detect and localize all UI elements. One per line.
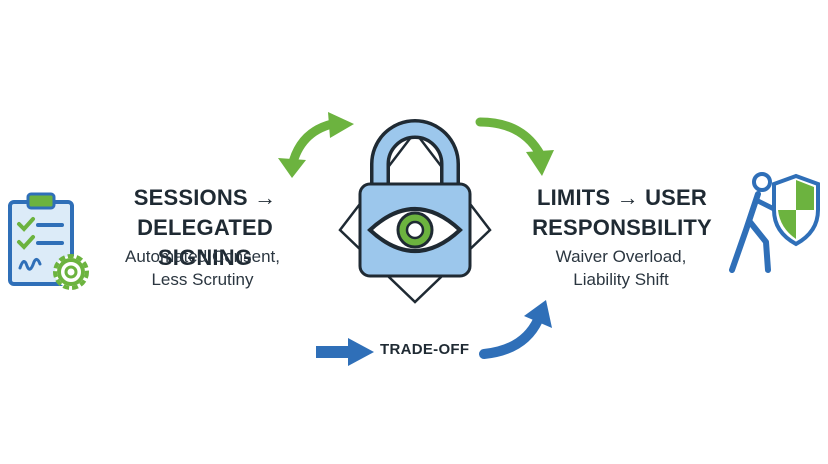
left-sub-line2: Less Scrutiny [151,270,254,289]
right-title-line2: RESPONSBILITY [532,215,712,240]
right-sub-line2: Liability Shift [573,270,669,289]
green-arrow-right-down-icon [475,117,554,176]
person-pushing-shield-icon [729,172,820,273]
padlock-eye-icon [338,119,492,304]
blue-arrow-curve-up-icon [479,300,552,359]
right-title: LIMITS → USER RESPONSBILITY [532,183,712,243]
clipboard-checklist-gear-icon [8,192,89,290]
blue-arrow-right-icon [316,338,374,366]
right-title-line1: LIMITS → USER [536,185,708,210]
green-arrow-up-left-icon [278,112,354,178]
left-subtitle: Automated Consent, Less Scrutiny [100,245,305,291]
right-sub-line1: Waiver Overload, [555,247,687,266]
left-title-line1: SESSIONS → [133,185,277,210]
right-subtitle: Waiver Overload, Liability Shift [536,245,706,291]
left-title: SESSIONS → DELEGATED SIGNING [100,183,310,273]
tradeoff-label: TRADE-OFF [380,341,470,358]
left-title-line2: DELEGATED SIGNING [137,215,273,270]
left-sub-line1: Automated Consent, [125,247,280,266]
